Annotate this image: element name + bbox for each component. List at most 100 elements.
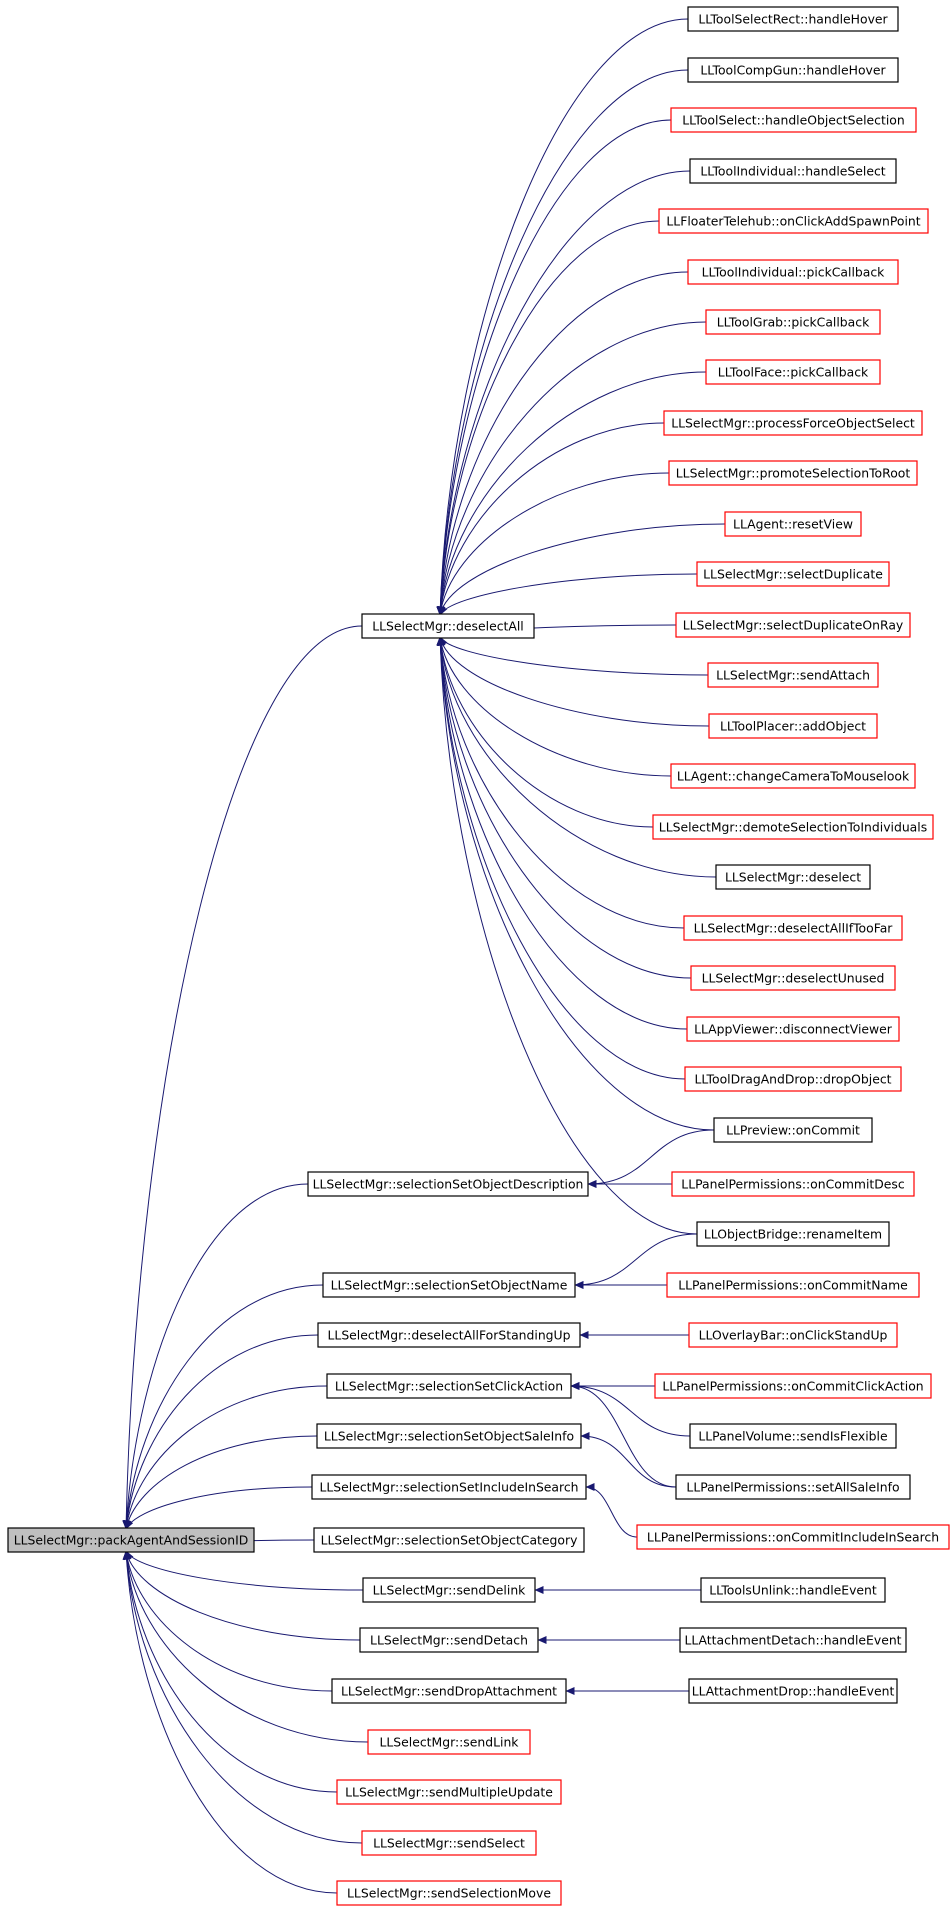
call-edge <box>436 371 707 616</box>
node-desUnused[interactable]: LLSelectMgr::deselectUnused <box>690 965 896 991</box>
node-label: LLPanelVolume::sendIsFlexible <box>698 1429 887 1444</box>
node-label: LLSelectMgr::sendLink <box>380 1735 520 1750</box>
node-setName[interactable]: LLSelectMgr::selectionSetObjectName <box>322 1272 576 1298</box>
node-permName[interactable]: LLPanelPermissions::onCommitName <box>666 1272 920 1298</box>
node-sendAttach[interactable]: LLSelectMgr::sendAttach <box>707 662 879 688</box>
node-sendLink[interactable]: LLSelectMgr::sendLink <box>367 1729 531 1755</box>
node-standUp[interactable]: LLOverlayBar::onClickStandUp <box>688 1322 898 1348</box>
node-box <box>654 1373 932 1399</box>
call-edge <box>122 1550 338 1793</box>
node-box <box>687 259 899 285</box>
edge-hoverRect-to-desAll <box>436 18 689 616</box>
node-resetView[interactable]: LLAgent::resetView <box>724 511 862 537</box>
node-box <box>713 1117 873 1143</box>
edge-camMouse-to-desAll <box>437 636 672 777</box>
node-grabPick[interactable]: LLToolGrab::pickCallback <box>705 309 881 335</box>
node-pack[interactable]: LLSelectMgr::packAgentAndSessionID <box>7 1527 255 1553</box>
node-label: LLSelectMgr::deselectUnused <box>702 971 885 986</box>
node-setCategory[interactable]: LLSelectMgr::selectionSetObjectCategory <box>313 1527 585 1553</box>
call-edge <box>436 271 689 616</box>
edge-indivPick-to-desAll <box>436 271 689 616</box>
node-hoverGun[interactable]: LLToolCompGun::handleHover <box>687 57 899 83</box>
call-edge <box>436 321 707 616</box>
node-label: LLOverlayBar::onClickStandUp <box>699 1328 888 1343</box>
node-objSel[interactable]: LLToolSelect::handleObjectSelection <box>670 107 917 133</box>
node-indivPick[interactable]: LLToolIndividual::pickCallback <box>687 259 899 285</box>
node-permDesc[interactable]: LLPanelPermissions::onCommitDesc <box>671 1171 915 1197</box>
node-rename[interactable]: LLObjectBridge::renameItem <box>696 1221 890 1247</box>
node-deselect[interactable]: LLSelectMgr::deselect <box>715 864 871 890</box>
node-label: LLPanelPermissions::onCommitDesc <box>681 1177 905 1192</box>
call-edge <box>436 69 689 616</box>
node-desStand[interactable]: LLSelectMgr::deselectAllForStandingUp <box>317 1322 581 1348</box>
edge-sendDetach-to-pack <box>123 1550 361 1641</box>
edge-preview-to-setDesc <box>587 1129 715 1188</box>
node-addObj[interactable]: LLToolPlacer::addObject <box>708 713 878 739</box>
node-permClick[interactable]: LLPanelPermissions::onCommitClickAction <box>654 1373 932 1399</box>
node-facePick[interactable]: LLToolFace::pickCallback <box>705 359 881 385</box>
node-label: LLSelectMgr::sendMultipleUpdate <box>345 1785 553 1800</box>
node-label: LLToolsUnlink::handleEvent <box>709 1583 877 1598</box>
node-preview[interactable]: LLPreview::onCommit <box>713 1117 873 1143</box>
node-indivSel[interactable]: LLToolIndividual::handleSelect <box>689 158 897 184</box>
node-selDupRay[interactable]: LLSelectMgr::selectDuplicateOnRay <box>675 612 911 638</box>
node-label: LLSelectMgr::selectionSetObjectCategory <box>321 1533 578 1548</box>
node-setDesc[interactable]: LLSelectMgr::selectionSetObjectDescripti… <box>307 1171 589 1197</box>
node-dropObj[interactable]: LLToolDragAndDrop::dropObject <box>684 1066 902 1092</box>
call-edge <box>436 636 715 1131</box>
node-sendDropAtt[interactable]: LLSelectMgr::sendDropAttachment <box>331 1678 567 1704</box>
edge-setSearch-to-pack <box>125 1486 313 1530</box>
node-box <box>724 511 862 537</box>
edge-sendMulti-to-pack <box>122 1550 338 1793</box>
node-setSearch[interactable]: LLSelectMgr::selectionSetIncludeInSearch <box>311 1474 587 1500</box>
node-box <box>671 1171 915 1197</box>
node-permSearch[interactable]: LLPanelPermissions::onCommitIncludeInSea… <box>636 1524 950 1550</box>
call-edge <box>123 1550 333 1692</box>
node-box <box>336 1880 562 1906</box>
node-label: LLObjectBridge::renameItem <box>704 1227 882 1242</box>
node-label: LLSelectMgr::deselectAll <box>372 619 523 634</box>
node-label: LLSelectMgr::processForceObjectSelect <box>671 416 915 431</box>
node-telehub[interactable]: LLFloaterTelehub::onClickAddSpawnPoint <box>658 208 929 234</box>
node-label: LLSelectMgr::demoteSelectionToIndividual… <box>659 820 927 835</box>
node-attDetach[interactable]: LLAttachmentDetach::handleEvent <box>679 1627 907 1653</box>
node-box <box>361 613 535 639</box>
node-desAll[interactable]: LLSelectMgr::deselectAll <box>361 613 535 639</box>
edge-disconnect-to-desAll <box>436 636 688 1030</box>
node-unlink[interactable]: LLToolsUnlink::handleEvent <box>700 1577 886 1603</box>
edge-dropObj-to-desAll <box>436 636 686 1080</box>
node-attDrop[interactable]: LLAttachmentDrop::handleEvent <box>688 1678 898 1704</box>
edge-setName-to-pack <box>122 1284 324 1530</box>
node-sendSelect[interactable]: LLSelectMgr::sendSelect <box>361 1830 537 1856</box>
node-setClick[interactable]: LLSelectMgr::selectionSetClickAction <box>326 1373 572 1399</box>
node-sendMulti[interactable]: LLSelectMgr::sendMultipleUpdate <box>336 1779 562 1805</box>
node-label: LLSelectMgr::deselectAllIfTooFar <box>694 921 894 936</box>
node-label: LLPreview::onCommit <box>726 1123 860 1138</box>
node-demote[interactable]: LLSelectMgr::demoteSelectionToIndividual… <box>652 814 934 840</box>
node-desFar[interactable]: LLSelectMgr::deselectAllIfTooFar <box>683 915 903 941</box>
node-box <box>313 1527 585 1553</box>
edge-sendDelink-to-pack <box>125 1550 364 1591</box>
node-flexible[interactable]: LLPanelVolume::sendIsFlexible <box>689 1423 897 1449</box>
node-camMouse[interactable]: LLAgent::changeCameraToMouselook <box>670 763 916 789</box>
edge-setDesc-to-pack <box>122 1183 309 1530</box>
call-edge <box>570 1382 691 1437</box>
node-promote[interactable]: LLSelectMgr::promoteSelectionToRoot <box>668 460 918 486</box>
node-selDup[interactable]: LLSelectMgr::selectDuplicate <box>696 561 890 587</box>
node-label: LLToolFace::pickCallback <box>718 365 869 380</box>
node-sendSelMove[interactable]: LLSelectMgr::sendSelectionMove <box>336 1880 562 1906</box>
edge-sendDropAtt-to-pack <box>123 1550 333 1692</box>
node-sendDetach[interactable]: LLSelectMgr::sendDetach <box>359 1627 539 1653</box>
node-disconnect[interactable]: LLAppViewer::disconnectViewer <box>686 1016 900 1042</box>
node-label: LLToolIndividual::handleSelect <box>700 164 885 179</box>
node-box <box>679 1627 907 1653</box>
node-setSale[interactable]: LLSelectMgr::selectionSetObjectSaleInfo <box>316 1423 582 1449</box>
node-procForce[interactable]: LLSelectMgr::processForceObjectSelect <box>663 410 923 436</box>
node-label: LLSelectMgr::sendDelink <box>373 1583 527 1598</box>
node-label: LLSelectMgr::deselect <box>725 870 861 885</box>
edge-resetView-to-desAll <box>437 523 726 616</box>
node-saleInfo[interactable]: LLPanelPermissions::setAllSaleInfo <box>675 1474 911 1500</box>
node-sendDelink[interactable]: LLSelectMgr::sendDelink <box>362 1577 536 1603</box>
node-hoverRect[interactable]: LLToolSelectRect::handleHover <box>687 6 899 32</box>
